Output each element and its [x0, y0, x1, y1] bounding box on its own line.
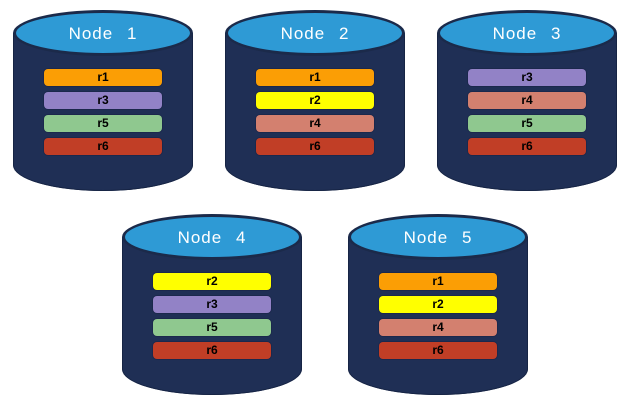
node-1-label: Node 1: [68, 24, 138, 43]
cylinder-top: Node 1: [13, 10, 193, 56]
replica-list: r1 r3 r5 r6: [13, 69, 193, 155]
replica-bar: r1: [44, 69, 162, 86]
cylinder-body: [122, 237, 302, 395]
node-4-cylinder: Node 4 r2 r3 r5 r6: [122, 214, 302, 395]
node-3-cylinder: Node 3 r3 r4 r5 r6: [437, 10, 617, 191]
replica-list: r2 r3 r5 r6: [122, 273, 302, 359]
cylinder-top: Node 4: [122, 214, 302, 260]
replica-bar: r2: [153, 273, 271, 290]
replica-bar: r2: [256, 92, 374, 109]
cylinder-top: Node 5: [348, 214, 528, 260]
replica-bar: r5: [153, 319, 271, 336]
replica-bar: r5: [44, 115, 162, 132]
replica-bar: r1: [379, 273, 497, 290]
replica-bar: r6: [44, 138, 162, 155]
node-4-label: Node 4: [177, 228, 247, 247]
node-5-label: Node 5: [403, 228, 473, 247]
cylinder-body: [225, 33, 405, 191]
node-5-cylinder: Node 5 r1 r2 r4 r6: [348, 214, 528, 395]
replica-bar: r4: [256, 115, 374, 132]
replica-list: r1 r2 r4 r6: [348, 273, 528, 359]
replica-bar: r1: [256, 69, 374, 86]
replica-bar: r6: [468, 138, 586, 155]
node-3-label: Node 3: [492, 24, 562, 43]
cylinder-body: [348, 237, 528, 395]
node-2-cylinder: Node 2 r1 r2 r4 r6: [225, 10, 405, 191]
replica-bar: r5: [468, 115, 586, 132]
replica-bar: r3: [153, 296, 271, 313]
node-2-label: Node 2: [280, 24, 350, 43]
cylinder-body: [13, 33, 193, 191]
replica-bar: r6: [256, 138, 374, 155]
replica-list: r1 r2 r4 r6: [225, 69, 405, 155]
cylinder-top: Node 3: [437, 10, 617, 56]
cylinder-top: Node 2: [225, 10, 405, 56]
replica-bar: r4: [468, 92, 586, 109]
replica-bar: r3: [468, 69, 586, 86]
replica-list: r3 r4 r5 r6: [437, 69, 617, 155]
replica-bar: r6: [153, 342, 271, 359]
node-1-cylinder: Node 1 r1 r3 r5 r6: [13, 10, 193, 191]
replica-bar: r6: [379, 342, 497, 359]
replica-bar: r4: [379, 319, 497, 336]
cylinder-body: [437, 33, 617, 191]
replica-bar: r2: [379, 296, 497, 313]
replica-bar: r3: [44, 92, 162, 109]
